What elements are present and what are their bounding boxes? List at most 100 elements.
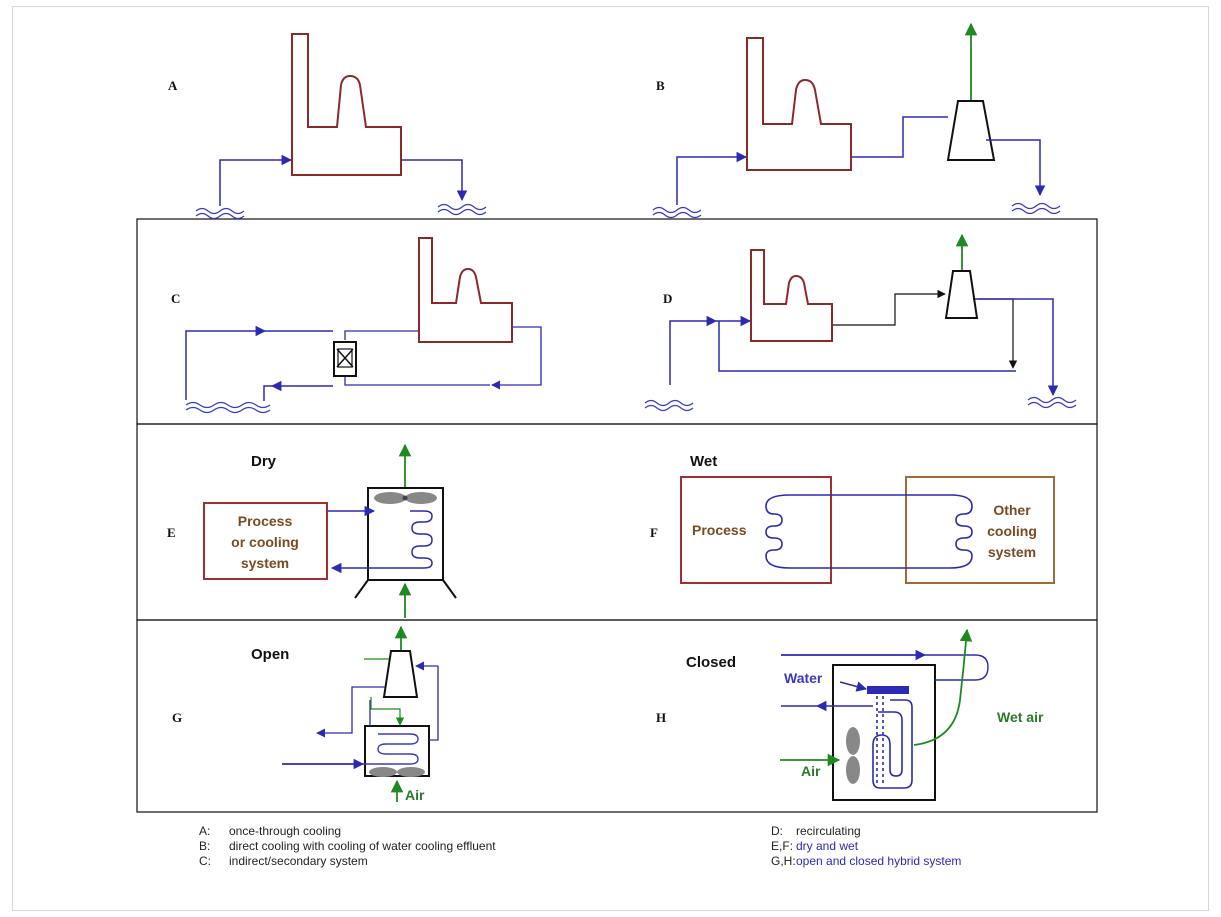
panel-f: F Wet Process Other cooling system <box>650 453 1055 584</box>
river-waves-icon <box>652 202 1061 219</box>
wet-air-label: Wet air <box>997 709 1044 725</box>
legend-item: G,H:open and closed hybrid system <box>771 854 961 869</box>
blowdown <box>978 298 1059 397</box>
heat-exchanger-cross <box>336 348 354 368</box>
factory-icon <box>746 37 852 171</box>
panel-h-letter: H <box>656 710 666 725</box>
air-label: Air <box>405 787 425 803</box>
wet-air-exhaust <box>913 628 973 746</box>
legend-item: A: once-through cooling <box>199 824 496 839</box>
page-frame <box>12 6 1209 911</box>
panel-g: G Open Air <box>172 625 439 803</box>
cooling-tower-icon <box>946 100 996 161</box>
legend-key: A: <box>199 824 211 838</box>
cooling-tower-icon <box>382 650 419 698</box>
recirculation-drop <box>973 298 1018 369</box>
legend-item: D:recirculating <box>771 824 961 839</box>
row-box-cd <box>136 218 1098 425</box>
heat-coil <box>282 733 419 765</box>
legend-text: direct cooling with cooling of water coo… <box>229 839 496 853</box>
panel-g-title: Open <box>251 646 289 663</box>
panel-g-letter: G <box>172 710 182 725</box>
panel-b-letter: B <box>656 78 665 93</box>
other-cooling-line-1: Other <box>993 502 1031 518</box>
row-box-gh <box>136 619 1098 813</box>
dry-cooler-legs <box>354 579 457 599</box>
water-in-arrow <box>839 681 868 692</box>
panel-f-letter: F <box>650 525 658 540</box>
green-bypass <box>364 658 400 725</box>
water-label: Water <box>784 670 823 686</box>
primary-outlet-2 <box>263 385 272 401</box>
legend-item: E,F:dry and wet <box>771 839 961 854</box>
factory-icon <box>291 33 402 176</box>
legend-text: open and closed hybrid system <box>796 854 962 868</box>
panel-b: B <box>652 22 1061 219</box>
water-to-tower <box>852 116 948 158</box>
closed-tower-box <box>832 664 936 801</box>
factory-icon <box>750 249 833 342</box>
river-waves-icon <box>644 396 1077 412</box>
heat-exchanger-core <box>337 348 353 368</box>
panel-e-title: Dry <box>251 453 277 470</box>
panel-e: E Dry Process or cooling system <box>167 443 457 618</box>
process-label: Process <box>692 522 747 538</box>
secondary-return <box>344 376 490 386</box>
cooling-tower-icon <box>944 270 979 319</box>
other-cooling-line-3: system <box>988 544 1036 560</box>
legend-key: C: <box>199 854 211 868</box>
process-box <box>203 502 328 580</box>
water-inlet <box>669 315 718 385</box>
panel-c-letter: C <box>171 291 180 306</box>
river-waves-icon <box>195 203 487 220</box>
fan-icon <box>374 492 437 504</box>
water-supply-line <box>781 654 989 681</box>
water-outlet <box>986 139 1046 197</box>
spray-drops <box>876 696 884 785</box>
process-box-line-3: system <box>241 555 289 571</box>
legend-text: once-through cooling <box>229 824 342 838</box>
panel-f-title: Wet <box>690 453 717 470</box>
legend-key: B: <box>199 839 211 853</box>
other-cooling-box <box>905 476 1055 584</box>
legend-item: C: indirect/secondary system <box>199 854 496 869</box>
primary-inlet <box>185 325 267 400</box>
fan-icon <box>369 767 425 777</box>
panel-a: A <box>168 33 487 220</box>
legend-key: G,H: <box>771 854 796 868</box>
legend-right: D:recirculating E,F:dry and wet G,H:open… <box>771 824 961 869</box>
legend-text: indirect/secondary system <box>229 854 368 868</box>
water-outlet <box>402 159 468 202</box>
legend-item: B: direct cooling with cooling of water c… <box>199 839 496 854</box>
secondary-coolant-loop <box>765 494 973 569</box>
water-inlet <box>219 154 293 206</box>
panel-c: C <box>171 237 542 414</box>
panel-d: D <box>644 233 1077 412</box>
panel-d-letter: D <box>663 291 672 306</box>
heat-coil <box>330 510 433 574</box>
closed-coil <box>872 699 913 789</box>
legend-key: E,F: <box>771 839 794 853</box>
panel-a-letter: A <box>168 78 178 93</box>
river-waves-icon <box>185 401 271 414</box>
legend-text: recirculating <box>796 824 861 838</box>
process-box-line-1: Process <box>238 513 293 529</box>
dry-cooler-box <box>367 487 444 581</box>
water-to-tower <box>833 289 946 326</box>
factory-icon <box>418 237 513 343</box>
other-cooling-line-2: cooling <box>987 523 1037 539</box>
panel-h: H Closed Water Air Wet air <box>656 628 1044 801</box>
panel-e-letter: E <box>167 525 176 540</box>
legend-text: dry and wet <box>796 839 859 853</box>
recirculation-return <box>718 321 1016 372</box>
spray-header <box>867 686 909 694</box>
loop-up <box>369 666 439 741</box>
air-label: Air <box>801 763 821 779</box>
water-inlet <box>676 151 748 205</box>
process-box <box>680 476 832 584</box>
legend-left: A: once-through cooling B: direct cooling … <box>199 824 496 869</box>
loop-left <box>316 686 385 738</box>
secondary-loop <box>344 326 542 385</box>
process-box-line-2: or cooling <box>231 534 299 550</box>
